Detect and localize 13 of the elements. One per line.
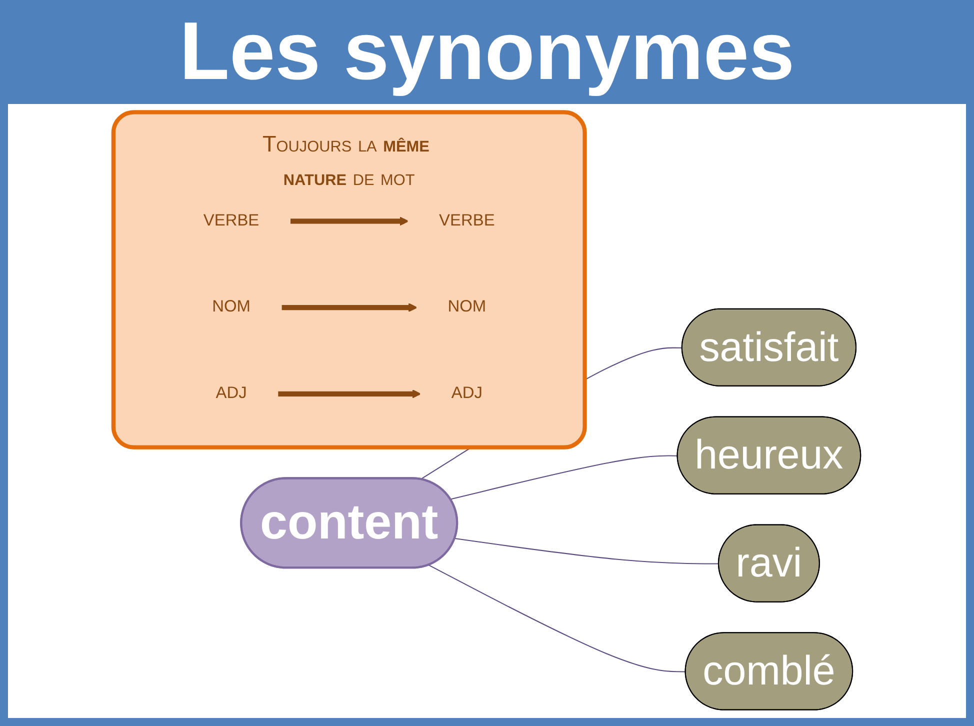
arrow xyxy=(278,389,421,398)
connector xyxy=(428,564,686,672)
node-text: VERBE xyxy=(203,212,260,230)
node-text: ADJ xyxy=(451,384,482,402)
title: Les synonymes xyxy=(178,5,796,99)
node-text: ADJ xyxy=(216,384,247,402)
node-text: VERBE xyxy=(439,212,495,230)
node-text: NOM xyxy=(448,298,486,316)
arrow xyxy=(290,216,409,226)
connector xyxy=(454,538,719,564)
arrow xyxy=(281,303,418,312)
connector xyxy=(450,455,678,500)
node-text: NOM xyxy=(212,298,250,316)
